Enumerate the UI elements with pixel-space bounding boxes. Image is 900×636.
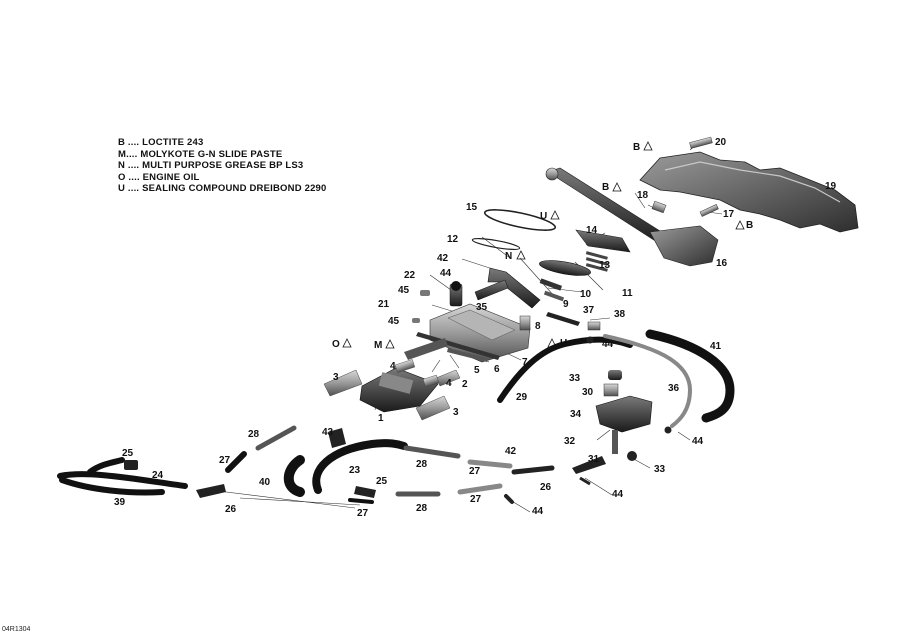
callout-17: 17 bbox=[723, 209, 735, 220]
callout-24: 24 bbox=[152, 470, 164, 481]
callout-6: 6 bbox=[494, 364, 500, 375]
callout-30: 30 bbox=[582, 387, 594, 398]
callout-26a: 26 bbox=[225, 504, 237, 515]
plate-assembly bbox=[412, 281, 531, 363]
callout-42a: 42 bbox=[437, 253, 449, 264]
callout-11: 11 bbox=[622, 288, 633, 299]
callout-25a: 25 bbox=[122, 448, 134, 459]
callout-19: 19 bbox=[825, 181, 837, 192]
marker-n: N bbox=[505, 251, 512, 262]
callout-21: 21 bbox=[378, 299, 390, 310]
callout-39: 39 bbox=[114, 497, 126, 508]
callout-45a: 45 bbox=[398, 285, 410, 296]
callout-22: 22 bbox=[404, 270, 416, 281]
pump-assembly bbox=[572, 336, 672, 486]
callout-37: 37 bbox=[583, 305, 595, 316]
drop-icon bbox=[516, 250, 526, 260]
legend: B .... LOCTITE 243 M.... MOLYKOTE G-N SL… bbox=[118, 137, 327, 195]
callout-32: 32 bbox=[564, 436, 576, 447]
marker-b-2: B bbox=[602, 182, 609, 193]
callout-44b: 44 bbox=[602, 339, 614, 350]
lower-hoses bbox=[57, 425, 555, 504]
callout-29: 29 bbox=[516, 392, 528, 403]
callout-42b: 42 bbox=[505, 446, 517, 457]
callout-27b: 27 bbox=[469, 466, 481, 477]
callout-44e: 44 bbox=[532, 506, 544, 517]
callout-12: 12 bbox=[447, 234, 459, 245]
callout-31: 31 bbox=[588, 454, 600, 465]
callout-43: 43 bbox=[322, 427, 334, 438]
callout-5: 5 bbox=[474, 365, 480, 376]
callout-34: 34 bbox=[570, 409, 582, 420]
callout-27d: 27 bbox=[470, 494, 482, 505]
callout-4b: 4 bbox=[446, 378, 452, 389]
callout-13: 13 bbox=[599, 260, 611, 271]
drop-icon bbox=[547, 338, 557, 348]
drop-icon bbox=[612, 182, 622, 192]
block-assembly bbox=[323, 338, 461, 421]
callout-35: 35 bbox=[476, 302, 488, 313]
callout-7: 7 bbox=[522, 357, 528, 368]
callout-23: 23 bbox=[349, 465, 361, 476]
callout-44c: 44 bbox=[692, 436, 704, 447]
callout-1: 1 bbox=[378, 413, 384, 424]
legend-row-u: U .... SEALING COMPOUND DREIBOND 2290 bbox=[118, 183, 327, 195]
drop-icon bbox=[385, 339, 395, 349]
callout-27c: 27 bbox=[357, 508, 369, 519]
callout-27a: 27 bbox=[219, 455, 231, 466]
callout-28b: 28 bbox=[416, 459, 428, 470]
callout-44a: 44 bbox=[440, 268, 452, 279]
callout-38: 38 bbox=[614, 309, 626, 320]
callout-9: 9 bbox=[563, 299, 569, 310]
marker-u-2: U bbox=[560, 338, 567, 349]
callout-15: 15 bbox=[466, 202, 478, 213]
marker-o: O bbox=[332, 339, 340, 350]
callout-3b: 3 bbox=[453, 407, 459, 418]
legend-row-b: B .... LOCTITE 243 bbox=[118, 137, 204, 148]
callout-3a: 3 bbox=[333, 372, 339, 383]
callout-44d: 44 bbox=[612, 489, 624, 500]
callout-16: 16 bbox=[716, 258, 728, 269]
callout-25b: 25 bbox=[376, 476, 388, 487]
drop-icon bbox=[342, 338, 352, 348]
drop-icon bbox=[550, 210, 560, 220]
marker-u-1: U bbox=[540, 211, 547, 222]
callout-28a: 28 bbox=[248, 429, 260, 440]
callout-18: 18 bbox=[637, 190, 649, 201]
callout-10: 10 bbox=[580, 289, 592, 300]
callout-36: 36 bbox=[668, 383, 680, 394]
legend-row-m: M.... MOLYKOTE G-N SLIDE PASTE bbox=[118, 148, 283, 160]
callout-26b: 26 bbox=[540, 482, 552, 493]
legend-row-o: O .... ENGINE OIL bbox=[118, 171, 200, 183]
callout-8: 8 bbox=[535, 321, 541, 332]
marker-m: M bbox=[374, 340, 382, 351]
callout-33a: 33 bbox=[569, 373, 581, 384]
callout-45b: 45 bbox=[388, 316, 400, 327]
right-hoses bbox=[497, 329, 735, 428]
callout-14: 14 bbox=[586, 225, 598, 236]
actuator-assembly bbox=[471, 167, 719, 276]
legend-row-n: N .... MULTI PURPOSE GREASE BP LS3 bbox=[118, 160, 304, 172]
callout-2: 2 bbox=[462, 379, 468, 390]
lubricant-markers: B B B U U N O M bbox=[332, 141, 753, 351]
marker-b-1: B bbox=[633, 142, 640, 153]
drop-icon bbox=[643, 141, 653, 151]
marker-b-3: B bbox=[746, 220, 753, 231]
callout-labels: 1 2 3 3 4 4 5 6 7 8 9 10 11 12 13 14 15 … bbox=[114, 137, 837, 519]
callout-28c: 28 bbox=[416, 503, 428, 514]
callout-33b: 33 bbox=[654, 464, 666, 475]
drop-icon bbox=[735, 220, 745, 230]
callout-4a: 4 bbox=[390, 361, 396, 372]
valve-housing bbox=[639, 136, 859, 233]
callout-20: 20 bbox=[715, 137, 727, 148]
callout-41: 41 bbox=[710, 341, 722, 352]
callout-40: 40 bbox=[259, 477, 271, 488]
arm-parts bbox=[474, 267, 601, 331]
document-id: 04R1304 bbox=[2, 626, 31, 633]
